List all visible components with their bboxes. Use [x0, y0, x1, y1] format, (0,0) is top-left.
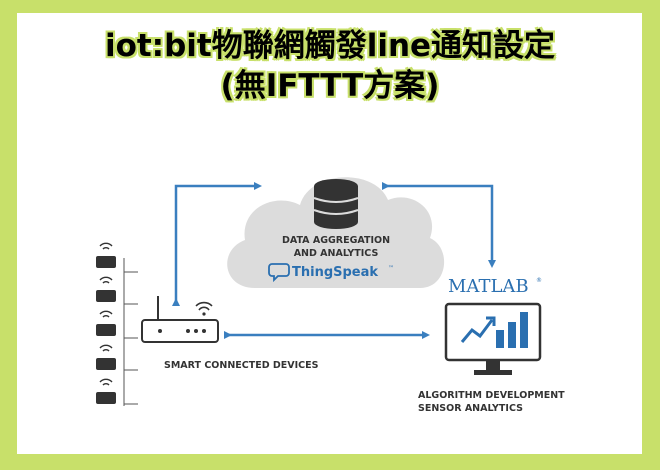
cloud-label-line-1: DATA AGGREGATION [282, 235, 390, 246]
bar-1 [496, 330, 504, 348]
arrow-cloud-to-matlab [382, 182, 496, 268]
cloud-label-line-2: AND ANALYTICS [294, 248, 379, 259]
database-icon [313, 179, 359, 229]
speech-bubble-icon [268, 263, 290, 283]
title-line-1: iot:bit物聯網觸發line通知設定 [104, 28, 556, 64]
thingspeak-logo: ThingSpeak ™ [268, 263, 394, 283]
trend-line [460, 319, 494, 343]
matlab-label-line-1: ALGORITHM DEVELOPMENT [418, 390, 565, 401]
sensor-column [123, 258, 138, 406]
matlab-trademark: ® [536, 277, 542, 284]
sensor-2 [96, 276, 116, 302]
sensor-4 [96, 344, 116, 370]
sensor-3 [96, 310, 116, 336]
devices-label: SMART CONNECTED DEVICES [164, 360, 319, 371]
wifi-icon [195, 301, 213, 311]
arrow-devices-to-cloud [172, 182, 262, 306]
matlab-brand: MATLAB [448, 276, 529, 297]
data-flow-arrows [172, 182, 496, 339]
matlab-label-line-2: SENSOR ANALYTICS [418, 403, 523, 414]
thingspeak-trademark: ™ [388, 265, 394, 272]
page-title: iot:bit物聯網觸發line通知設定 (無IFTTT方案) [0, 26, 660, 106]
title-line-2: (無IFTTT方案) [220, 68, 440, 104]
trend-arrowhead [486, 316, 496, 326]
sensor-1 [96, 242, 116, 268]
bar-3 [520, 312, 528, 348]
thingspeak-brand: ThingSpeak [292, 265, 378, 280]
thingspeak-cloud: DATA AGGREGATION AND ANALYTICS ThingSpea… [227, 177, 445, 288]
monitor-chart-icon [444, 302, 542, 375]
sensor-5 [96, 378, 116, 404]
gateway-router-icon [141, 296, 219, 343]
bar-2 [508, 322, 516, 348]
